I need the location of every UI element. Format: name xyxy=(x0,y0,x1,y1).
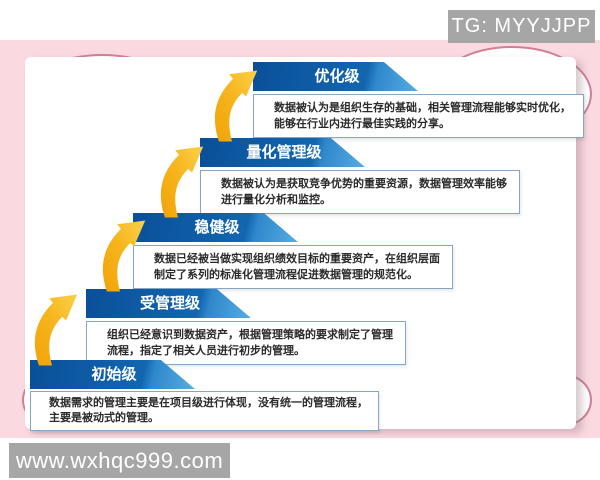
level-desc-defined: 数据已经被当做实现组织绩效目标的重要资产，在组织层面 制定了系列的标准化管理流程… xyxy=(133,245,453,289)
watermark-website: www.wxhqc999.com xyxy=(9,443,230,478)
up-arrow-icon xyxy=(214,70,258,142)
desc-text: 数据被认为是组织生存的基础，相关管理流程能够实时优化， xyxy=(274,102,571,114)
desc-text: 数据被认为是获取竞争优势的重要资源，数据管理效率能够 xyxy=(221,178,507,190)
desc-text: 数据已经被当做实现组织绩效目标的重要资产，在组织层面 xyxy=(154,253,440,265)
desc-text: 数据需求的管理主要是在项目级进行体现，没有统一的管理流程， xyxy=(49,397,368,409)
up-arrow-icon xyxy=(34,294,78,366)
desc-text: 制定了系列的标准化管理流程促进数据管理的规范化。 xyxy=(154,269,418,281)
desc-text: 能够在行业内进行最佳实践的分享。 xyxy=(274,118,450,130)
level-tab-managed: 受管理级 xyxy=(86,289,251,318)
level-tab-defined: 稳健级 xyxy=(133,213,298,242)
level-desc-managed: 组织已经意识到数据资产，根据管理策略的要求制定了管理 流程，指定了相关人员进行初… xyxy=(86,321,406,365)
desc-text: 组织已经意识到数据资产，根据管理策略的要求制定了管理 xyxy=(107,329,393,341)
desc-text: 主要是被动式的管理。 xyxy=(49,412,159,424)
level-desc-optimized: 数据被认为是组织生存的基础，相关管理流程能够实时优化， 能够在行业内进行最佳实践… xyxy=(253,94,584,138)
up-arrow-icon xyxy=(160,146,204,218)
desc-text: 流程，指定了相关人员进行初步的管理。 xyxy=(107,345,305,357)
desc-text: 进行量化分析和监控。 xyxy=(221,194,331,206)
watermark-telegram: TG: MYYJJPP xyxy=(448,10,595,43)
up-arrow-icon xyxy=(102,220,146,292)
level-desc-quantified: 数据被认为是获取竞争优势的重要资源，数据管理效率能够 进行量化分析和监控。 xyxy=(200,170,520,214)
level-desc-initial: 数据需求的管理主要是在项目级进行体现，没有统一的管理流程， 主要是被动式的管理。 xyxy=(30,391,379,431)
